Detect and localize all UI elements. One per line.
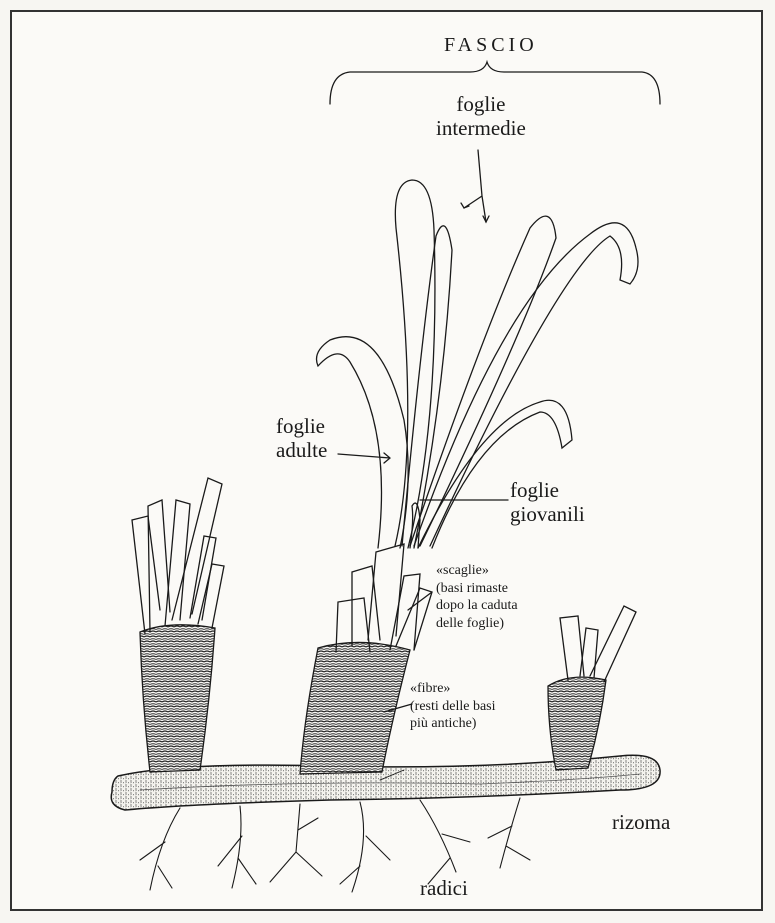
- adult-leaves: [317, 180, 453, 548]
- middle-fibres: [300, 642, 410, 774]
- giovanili-line-2: giovanili: [510, 502, 585, 526]
- scaglie-line-4: delle foglie): [436, 615, 518, 633]
- scaglie-line-1: «scaglie»: [436, 562, 518, 580]
- giovanili-line-1: foglie: [510, 478, 585, 502]
- left-leaf-stubs: [132, 478, 224, 634]
- roots: [140, 798, 530, 892]
- intermedie-line-2: intermedie: [436, 116, 526, 140]
- label-rizoma: rizoma: [612, 810, 670, 834]
- fascio-title: FASCIO: [444, 34, 538, 57]
- right-fibres: [548, 677, 606, 770]
- label-foglie-giovanili: foglie giovanili: [510, 478, 585, 526]
- right-leaf-stubs: [560, 606, 636, 682]
- left-fibres: [140, 625, 215, 772]
- label-foglie-adulte: foglie adulte: [276, 414, 327, 462]
- fibre-line-2: (resti delle basi: [410, 698, 496, 716]
- fibre-line-3: più antiche): [410, 715, 496, 733]
- middle-scales: [336, 544, 432, 652]
- intermedie-pointer: [464, 150, 486, 222]
- label-scaglie: «scaglie» (basi rimaste dopo la caduta d…: [436, 562, 518, 632]
- scaglie-line-3: dopo la caduta: [436, 597, 518, 615]
- scaglie-line: [408, 592, 432, 610]
- fibre-line-1: «fibre»: [410, 680, 496, 698]
- adulte-line-2: adulte: [276, 438, 327, 462]
- adulte-arrow: [338, 453, 390, 463]
- scaglie-line-2: (basi rimaste: [436, 580, 518, 598]
- label-fibre: «fibre» (resti delle basi più antiche): [410, 680, 496, 733]
- intermedie-line-1: foglie: [436, 92, 526, 116]
- label-radici: radici: [420, 876, 468, 900]
- adulte-line-1: foglie: [276, 414, 327, 438]
- label-foglie-intermedie: foglie intermedie: [436, 92, 526, 140]
